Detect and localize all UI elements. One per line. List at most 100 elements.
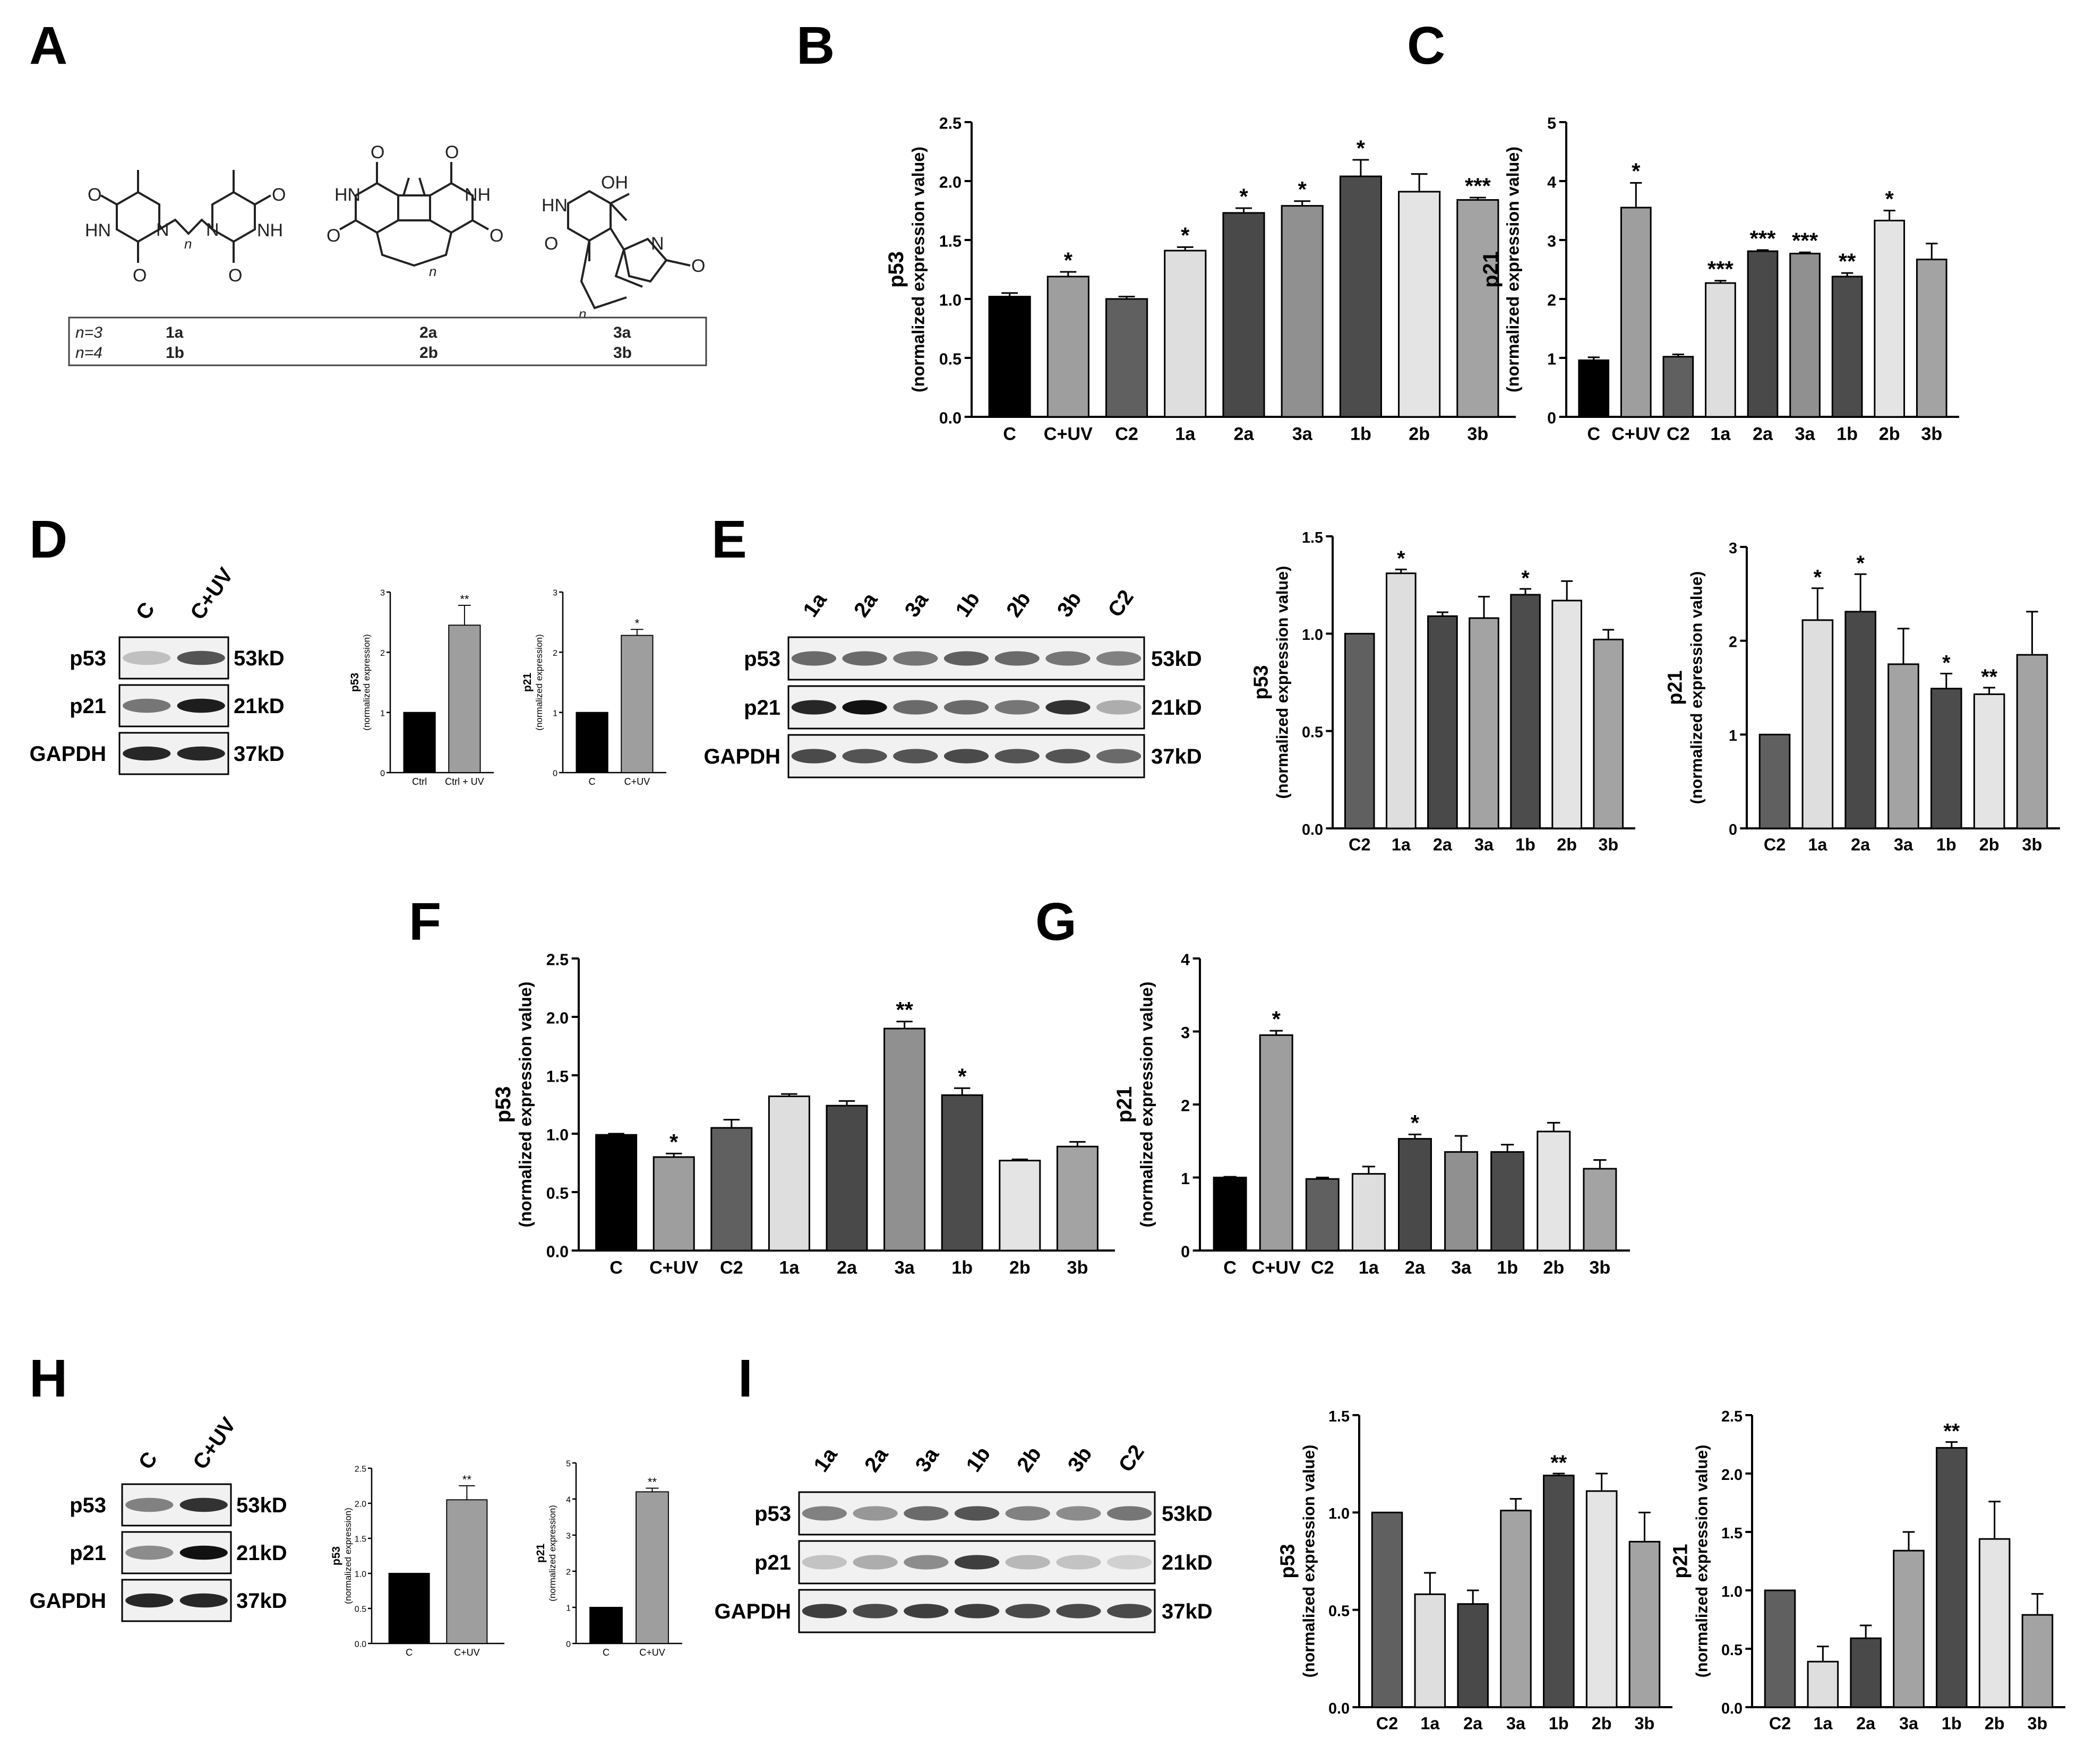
x-tick-label: 2a (1856, 1714, 1876, 1733)
panel-letter-h: H (29, 1349, 67, 1408)
y-tick-label: 1.0 (1302, 627, 1323, 644)
table-row-2-c1: 1b (166, 344, 184, 362)
significance-marker: *** (1707, 256, 1734, 281)
blot-band (802, 1506, 847, 1521)
x-tick-label: 2a (1233, 424, 1254, 444)
y-axis-label-secondary: (normalized expression value) (1300, 1445, 1318, 1678)
significance-marker: ** (1943, 1419, 1960, 1443)
significance-marker: * (1521, 567, 1530, 590)
blot-band (179, 1497, 228, 1512)
bar (1973, 693, 2005, 829)
blot-size-label: 21kD (234, 695, 285, 718)
y-tick-label: 2.5 (939, 115, 962, 133)
chemical-structures: O HN O N N O NH O n O O HN NH O (68, 142, 707, 366)
x-tick-label: 1a (1710, 424, 1731, 444)
x-tick-label: 3b (1589, 1258, 1610, 1278)
blot-band (791, 700, 836, 715)
y-axis-label: p53 (885, 251, 908, 288)
y-tick-label: 2.5 (546, 951, 569, 969)
x-tick-label: C+UV (1252, 1258, 1301, 1278)
bar (1543, 1475, 1575, 1708)
significance-marker: * (1298, 177, 1307, 202)
y-tick-label: 3 (1729, 540, 1737, 557)
blot-lane-label: 3b (1053, 588, 1086, 621)
x-tick-label: C2 (1311, 1258, 1334, 1278)
significance-marker: ** (648, 1476, 657, 1489)
blot-band (1096, 700, 1142, 715)
bar (388, 1573, 430, 1644)
blot-band (904, 1506, 949, 1521)
bar (1978, 1538, 2011, 1708)
x-tick-label: C2 (720, 1258, 743, 1278)
text-o-9: O (544, 234, 558, 254)
bar (1259, 1034, 1293, 1252)
bar (883, 1027, 926, 1252)
bar (1490, 1151, 1525, 1252)
x-tick-label: C2 (1349, 835, 1370, 854)
blot-band (791, 651, 836, 666)
text-hn-1: HN (85, 220, 111, 241)
y-tick-label: 2.0 (355, 1500, 366, 1509)
y-tick-label: 3 (380, 589, 385, 598)
y-tick-label: 0 (1181, 1243, 1190, 1261)
x-tick-label: 3b (2028, 1714, 2048, 1733)
y-tick-label: 1.0 (1721, 1583, 1743, 1600)
blot-band (842, 749, 887, 764)
bar (1887, 663, 1919, 829)
y-tick-label: 3 (1547, 233, 1556, 251)
bar (1551, 600, 1582, 829)
y-axis-label: p21 (1479, 251, 1503, 288)
blot-size-label: 37kD (1162, 1600, 1213, 1623)
bar (595, 1134, 638, 1252)
blot-band (125, 1497, 174, 1512)
bar (1789, 253, 1821, 418)
bar (1398, 1138, 1432, 1252)
bar (1444, 1151, 1479, 1252)
x-tick-label: 3a (1899, 1714, 1919, 1733)
significance-marker: * (1814, 566, 1822, 589)
y-tick-label: 2 (1729, 634, 1737, 651)
blot-band (1056, 1555, 1101, 1570)
subscript-n-2: n (429, 263, 436, 279)
x-tick-label: C+UV (639, 1647, 665, 1658)
blot-band (1045, 651, 1091, 666)
blot-band (1107, 1555, 1152, 1570)
y-axis-label-secondary: (normalized expression value) (1504, 147, 1523, 392)
significance-marker: ** (1981, 665, 1997, 689)
panel-letter-c: C (1407, 16, 1445, 75)
y-tick-label: 0 (1547, 409, 1556, 427)
bar (1056, 1145, 1099, 1252)
blot-band (1107, 1506, 1152, 1521)
blot-row-label: p53 (70, 647, 106, 670)
bar (1628, 1540, 1661, 1708)
y-tick-label: 0.0 (1302, 821, 1323, 838)
x-tick-label: 1a (1392, 835, 1411, 854)
y-tick-label: 0.5 (546, 1185, 569, 1203)
x-tick-label: C+UV (1611, 424, 1660, 444)
bar (621, 635, 654, 773)
panel-letter-e: E (711, 510, 747, 569)
subscript-n-1: n (184, 236, 192, 252)
bar (1371, 1511, 1403, 1708)
y-tick-label: 1.0 (546, 1126, 569, 1144)
significance-marker: * (670, 1129, 679, 1154)
y-tick-label: 2 (380, 649, 385, 658)
y-tick-label: 2 (1181, 1097, 1190, 1115)
blot-band (954, 1604, 1000, 1619)
significance-marker: * (1856, 552, 1865, 575)
bar (1893, 1549, 1925, 1708)
blot-band (791, 749, 836, 764)
blot-size-label: 37kD (234, 742, 285, 766)
y-axis-label-secondary: (normalized expression value) (1137, 981, 1156, 1227)
x-tick-label: 1a (1175, 424, 1196, 444)
y-axis-label: p21 (1113, 1086, 1136, 1123)
bar (1916, 259, 1947, 418)
panel-letters: A B C D E F G H I (29, 16, 1445, 1408)
y-tick-label: 1 (1729, 727, 1737, 744)
blot-band (943, 700, 989, 715)
y-axis-label: p53 (492, 1086, 515, 1123)
y-tick-label: 1 (1547, 350, 1556, 369)
